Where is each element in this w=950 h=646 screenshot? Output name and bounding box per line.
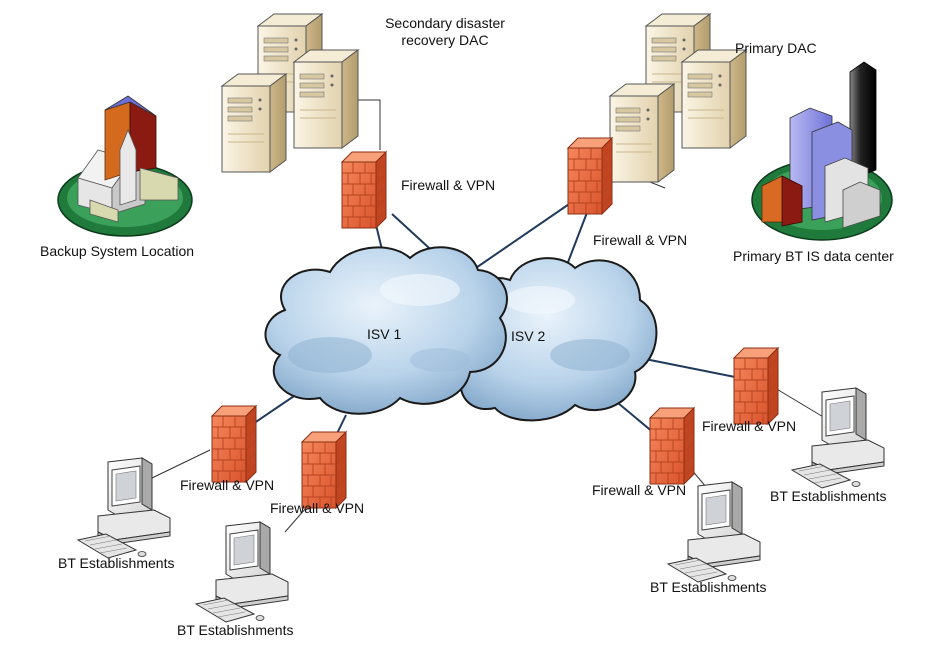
link-fw-lower-left-to-pc	[151, 449, 211, 479]
establishments-label-right: BT Establishments	[770, 488, 887, 504]
datacenter-city-icon	[751, 61, 893, 241]
firewall-icon-top-left	[341, 151, 387, 229]
workstation-icon-bottom-mid	[195, 521, 289, 623]
firewall-label-lower-left: Firewall & VPN	[180, 477, 275, 493]
link-isv2-to-fw-right	[639, 357, 741, 379]
server-icon	[609, 83, 675, 183]
secondary-dac-label-line2: recovery DAC	[401, 32, 489, 48]
isv2-label: ISV 2	[511, 328, 546, 344]
firewall-label-lower-right: Firewall & VPN	[592, 482, 687, 498]
secondary-dac-label-line1: Secondary disaster	[385, 15, 505, 31]
secondary-dac-servers	[221, 13, 359, 173]
server-icon	[681, 49, 747, 149]
firewall-icon-lower-mid	[301, 431, 347, 509]
firewall-icon-right	[733, 347, 779, 425]
establishments-label-bottom-mid: BT Establishments	[177, 622, 294, 638]
link-fw-right-to-pc	[769, 384, 826, 419]
establishments-label-left: BT Establishments	[58, 555, 175, 571]
firewall-icon-lower-left	[211, 405, 257, 483]
firewall-icon-top-right	[567, 137, 613, 215]
firewall-label-top-right: Firewall & VPN	[593, 232, 688, 248]
link-isv-to-fw-top-right	[469, 199, 576, 273]
establishments-label-bottom-right: BT Establishments	[650, 579, 767, 595]
backup-location-label: Backup System Location	[40, 243, 195, 259]
firewall-label-top-left: Firewall & VPN	[401, 177, 496, 193]
firewall-label-right: Firewall & VPN	[702, 418, 797, 434]
server-icon	[221, 73, 287, 173]
primary-datacenter-label: Primary BT IS data center	[733, 248, 894, 264]
firewall-label-lower-mid: Firewall & VPN	[270, 500, 365, 516]
workstation-icon-right	[791, 387, 885, 489]
primary-dac-servers	[609, 13, 747, 183]
primary-dac-label: Primary DAC	[735, 40, 817, 56]
workstation-icon-left	[77, 457, 171, 559]
link-isv2-to-fw-top-right	[564, 209, 589, 271]
church-icon	[57, 95, 193, 237]
isv1-label: ISV 1	[367, 326, 402, 342]
network-links	[237, 199, 741, 449]
firewall-icon-lower-right	[649, 407, 695, 485]
server-icon	[293, 49, 359, 149]
isv1-cloud	[264, 246, 508, 415]
secondary-dac-label: Secondary disaster recovery DAC	[370, 15, 520, 49]
